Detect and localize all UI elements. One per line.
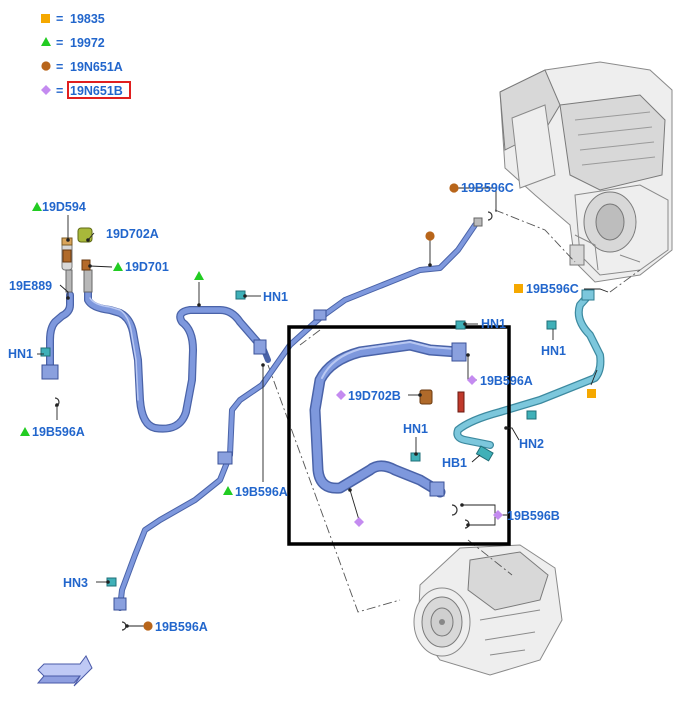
circle-marker-icon: [449, 183, 459, 193]
clips: [40, 290, 557, 587]
legend: = 19835 = 19972 = 19N651A = 19N651B: [41, 12, 131, 99]
label-19B596A-center: 19B596A: [235, 485, 288, 499]
diamond-marker-icon: [467, 375, 477, 385]
callout-detail: [309, 339, 470, 529]
legend-diamond-icon: [41, 85, 51, 95]
label-hn1-mid: HN1: [403, 422, 428, 436]
legend-label-19N651A: 19N651A: [70, 60, 123, 74]
legend-label-19972: 19972: [70, 36, 105, 50]
callout-box: [287, 325, 511, 546]
suction-hose-left: [41, 227, 264, 433]
guide-lines: [267, 209, 641, 613]
clip-hb1: [475, 445, 494, 462]
label-19E889: 19E889: [9, 279, 52, 293]
label-19D702B: 19D702B: [348, 389, 401, 403]
label-hn1-upper: HN1: [263, 290, 288, 304]
label-hn1-left: HN1: [8, 347, 33, 361]
diamond-marker-icon: [354, 517, 364, 527]
label-hb1: HB1: [442, 456, 467, 470]
triangle-marker-icon: [20, 427, 30, 436]
hvac-evaporator-housing: [499, 61, 673, 283]
label-hn2: HN2: [519, 437, 544, 451]
legend-triangle-icon: [41, 37, 51, 46]
square-marker-icon: [514, 284, 523, 293]
diamond-marker-icon: [493, 510, 503, 520]
ac-compressor: [413, 544, 563, 676]
legend-highlight-box: [67, 81, 131, 99]
front-direction-arrow-icon: [36, 655, 93, 687]
triangle-marker-icon: [32, 202, 42, 211]
legend-label-19N651B: 19N651B: [70, 84, 123, 98]
legend-equals: =: [56, 12, 63, 26]
legend-square-icon: [41, 14, 50, 23]
label-hn3: HN3: [63, 576, 88, 590]
legend-label-19835: 19835: [70, 12, 105, 26]
triangle-marker-icon: [223, 486, 233, 495]
circle-marker-icon: [143, 621, 153, 631]
diamond-marker-icon: [336, 390, 346, 400]
legend-equals: =: [56, 36, 63, 50]
symbol-markers: [20, 183, 596, 631]
label-19D701: 19D701: [125, 260, 169, 274]
label-19B596B: 19B596B: [507, 509, 560, 523]
label-19D594: 19D594: [42, 200, 86, 214]
legend-equals: =: [56, 84, 63, 98]
legend-circle-icon: [41, 61, 51, 71]
clip-hn2: [526, 410, 537, 420]
part-labels: 19D594 19D702A 19D701 19E889 HN1 19B596A…: [8, 181, 579, 634]
label-19B596C-top: 19B596C: [461, 181, 514, 195]
liquid-line-main: [113, 211, 493, 631]
label-19B596A-left: 19B596A: [32, 425, 85, 439]
label-19B596A-box: 19B596A: [480, 374, 533, 388]
label-hn1-topbox: HN1: [481, 317, 506, 331]
clip-hn1-left: [40, 347, 51, 357]
label-19B596A-bottom: 19B596A: [155, 620, 208, 634]
label-19B596C-right: 19B596C: [526, 282, 579, 296]
teal-hose-right: [453, 289, 605, 449]
triangle-marker-icon: [194, 271, 204, 280]
clip-hn1-right: [546, 320, 557, 330]
label-hn1-right: HN1: [541, 344, 566, 358]
legend-equals: =: [56, 60, 63, 74]
triangle-marker-icon: [113, 262, 123, 271]
circle-marker-icon: [425, 231, 435, 241]
label-19D702A: 19D702A: [106, 227, 159, 241]
square-marker-icon: [587, 389, 596, 398]
